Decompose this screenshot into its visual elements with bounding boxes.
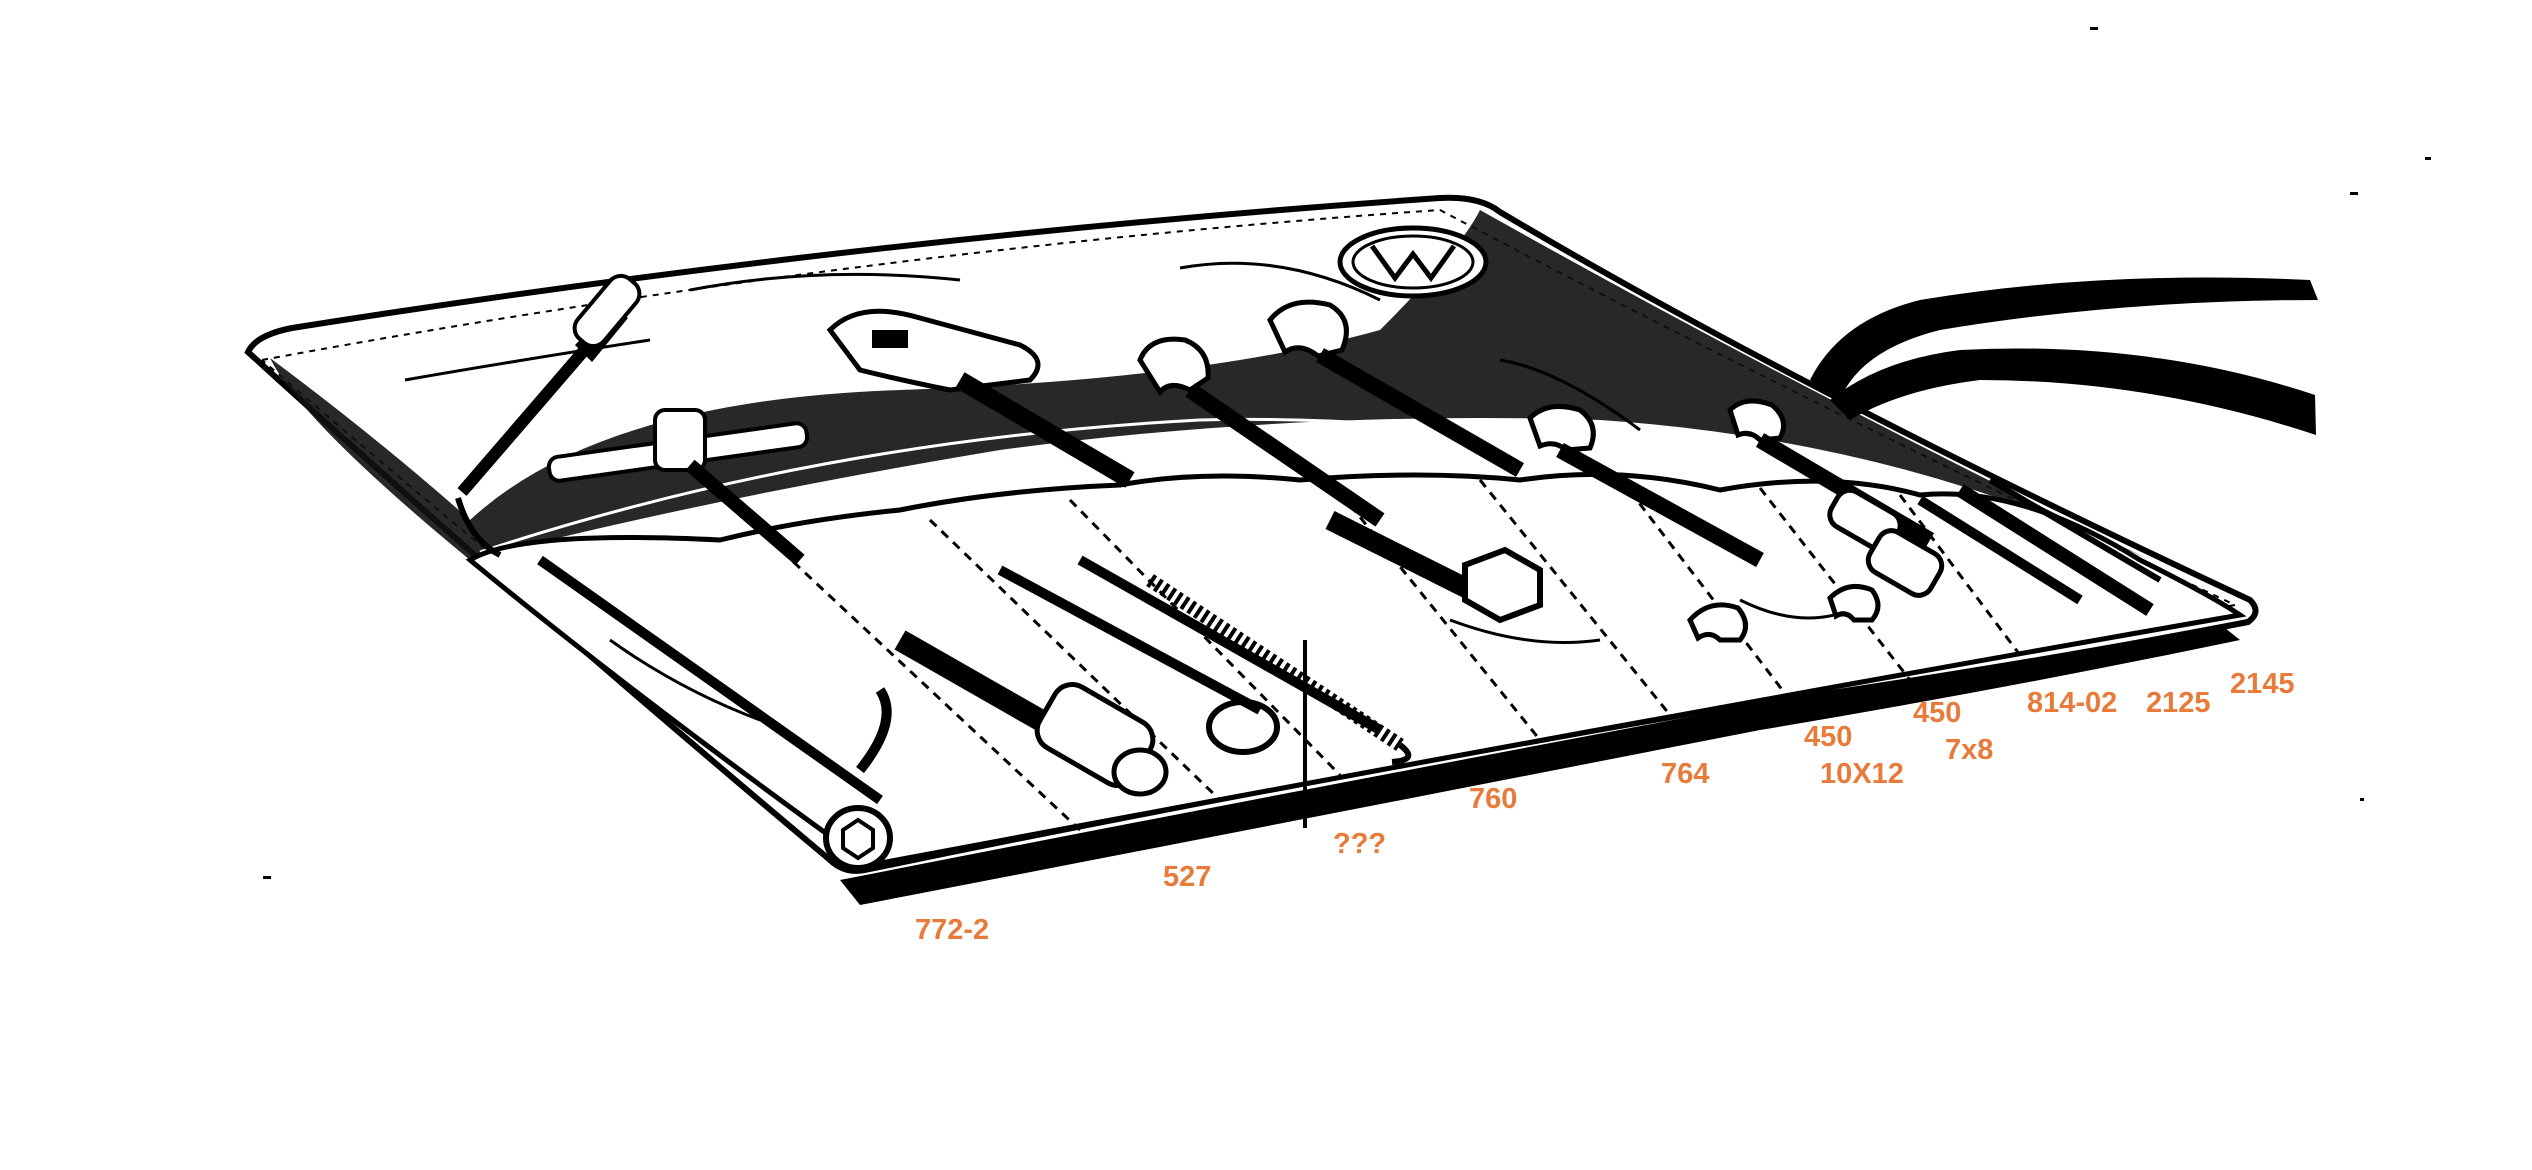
roll-ties [1810,277,2318,435]
label-7x8: 7x8 [1945,734,1994,766]
box-wrench [537,555,893,871]
thin-tools [1917,477,2162,616]
open-end-wrenches [1137,299,1787,453]
hex-socket [1325,511,1543,624]
label-814-02: 814-02 [2027,687,2118,719]
roll-stitching [261,208,2239,862]
adjustable-wrench [826,308,1135,488]
label-760: 760 [1469,783,1518,815]
label-527: 527 [1163,861,1212,893]
roll-shadow [840,628,2240,905]
roll-inner-shadow [270,210,2150,560]
screwdriver [455,273,642,558]
specks [263,27,2431,879]
vw-logo [1337,225,1489,299]
label-10x12: 10X12 [1820,758,1904,790]
label-772-2: 772-2 [915,914,990,946]
roll-pocket [465,471,2247,868]
label-unknown: ??? [1333,828,1387,860]
label-764: 764 [1661,758,1710,790]
t-handle-wrench [546,408,810,566]
label-450-b: 450 [1913,697,1962,729]
label-2125: 2125 [2146,687,2211,719]
serrated-blade [1146,574,1412,828]
label-2145: 2145 [2230,668,2295,700]
label-450-a: 450 [1804,721,1853,753]
pocket-dividers [768,477,2022,832]
spark-plug-socket [894,630,1169,797]
small-wrench-heads [1687,487,1945,643]
